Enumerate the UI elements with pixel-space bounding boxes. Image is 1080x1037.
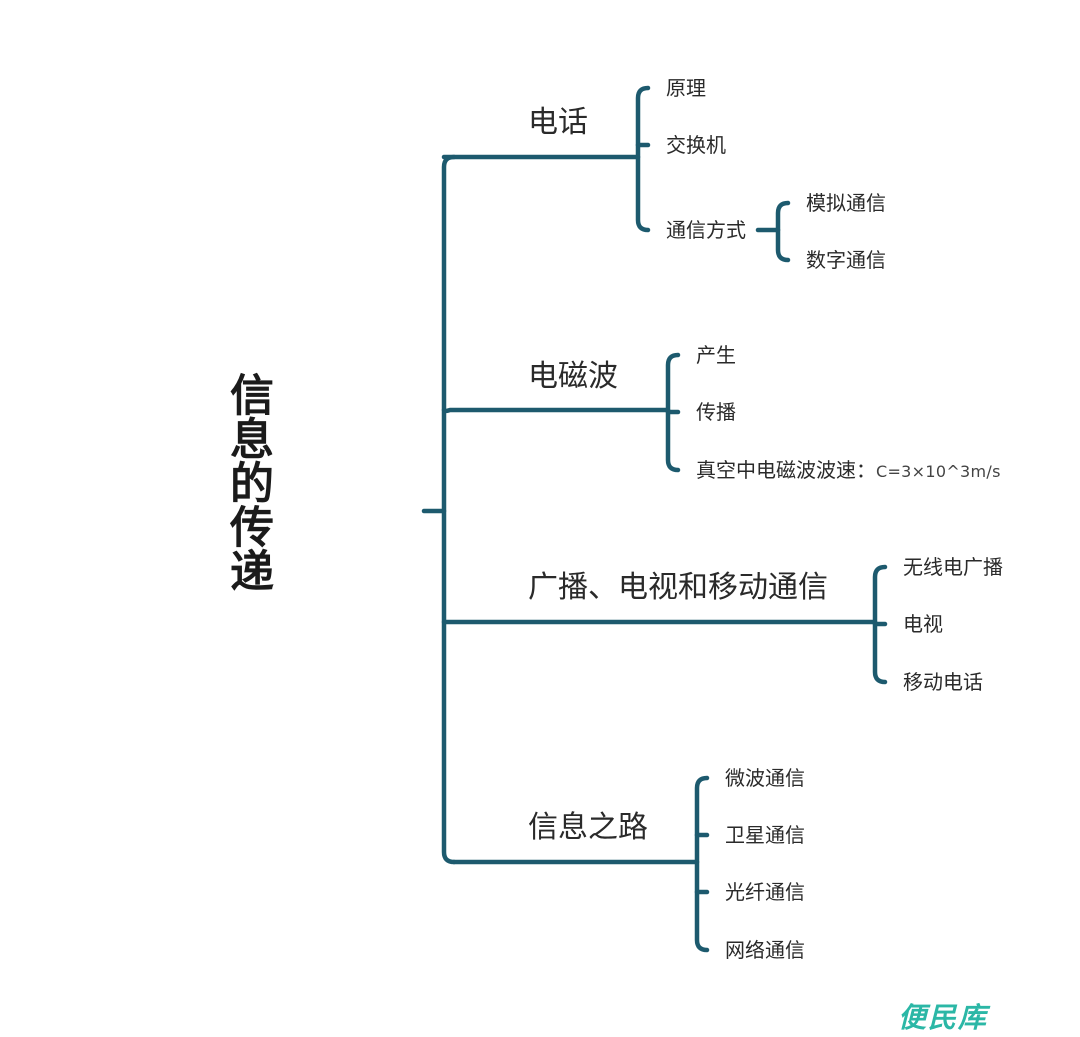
leaf-moni: 模拟通信: [806, 191, 886, 215]
leaf-chansheng: 产生: [696, 343, 736, 367]
leaf-bosu-formula: C=3×10^3m/s: [876, 462, 1001, 481]
leaf-weibo: 微波通信: [725, 766, 805, 790]
leaf-wuxiandian: 无线电广播: [903, 555, 1003, 579]
watermark: 便民库: [898, 1001, 989, 1034]
leaf-yuanli: 原理: [666, 76, 706, 100]
leaf-guangxian: 光纤通信: [725, 880, 805, 904]
leaf-bosu: 真空中电磁波波速：C=3×10^3m/s: [696, 458, 1001, 484]
bracket-xinxi: [694, 775, 710, 953]
branch-label-guangbo: 广播、电视和移动通信: [528, 570, 828, 605]
branch-line-diancibo: [441, 407, 671, 414]
leaf-tongxinfangshi: 通信方式: [666, 218, 746, 242]
branch-label-diancibo: 电磁波: [528, 359, 618, 394]
branch-label-xinxi: 信息之路: [528, 810, 648, 845]
leaf-chuanbo: 传播: [696, 400, 736, 424]
leaf-jiaohuanji: 交换机: [666, 133, 726, 157]
leaf-weixing: 卫星通信: [725, 823, 805, 847]
leaf-dianshi: 电视: [903, 612, 943, 636]
main-spine: [441, 154, 457, 865]
leaf-bosu-text: 真空中电磁波波速：: [696, 458, 876, 482]
leaf-shuzi: 数字通信: [806, 248, 886, 272]
leaf-yidong: 移动电话: [903, 670, 983, 694]
root-title: 信息的传递: [222, 372, 273, 592]
bracket-dianhua: [635, 85, 651, 233]
leaf-wangluo: 网络通信: [725, 938, 805, 962]
branch-label-dianhua: 电话: [528, 105, 588, 140]
